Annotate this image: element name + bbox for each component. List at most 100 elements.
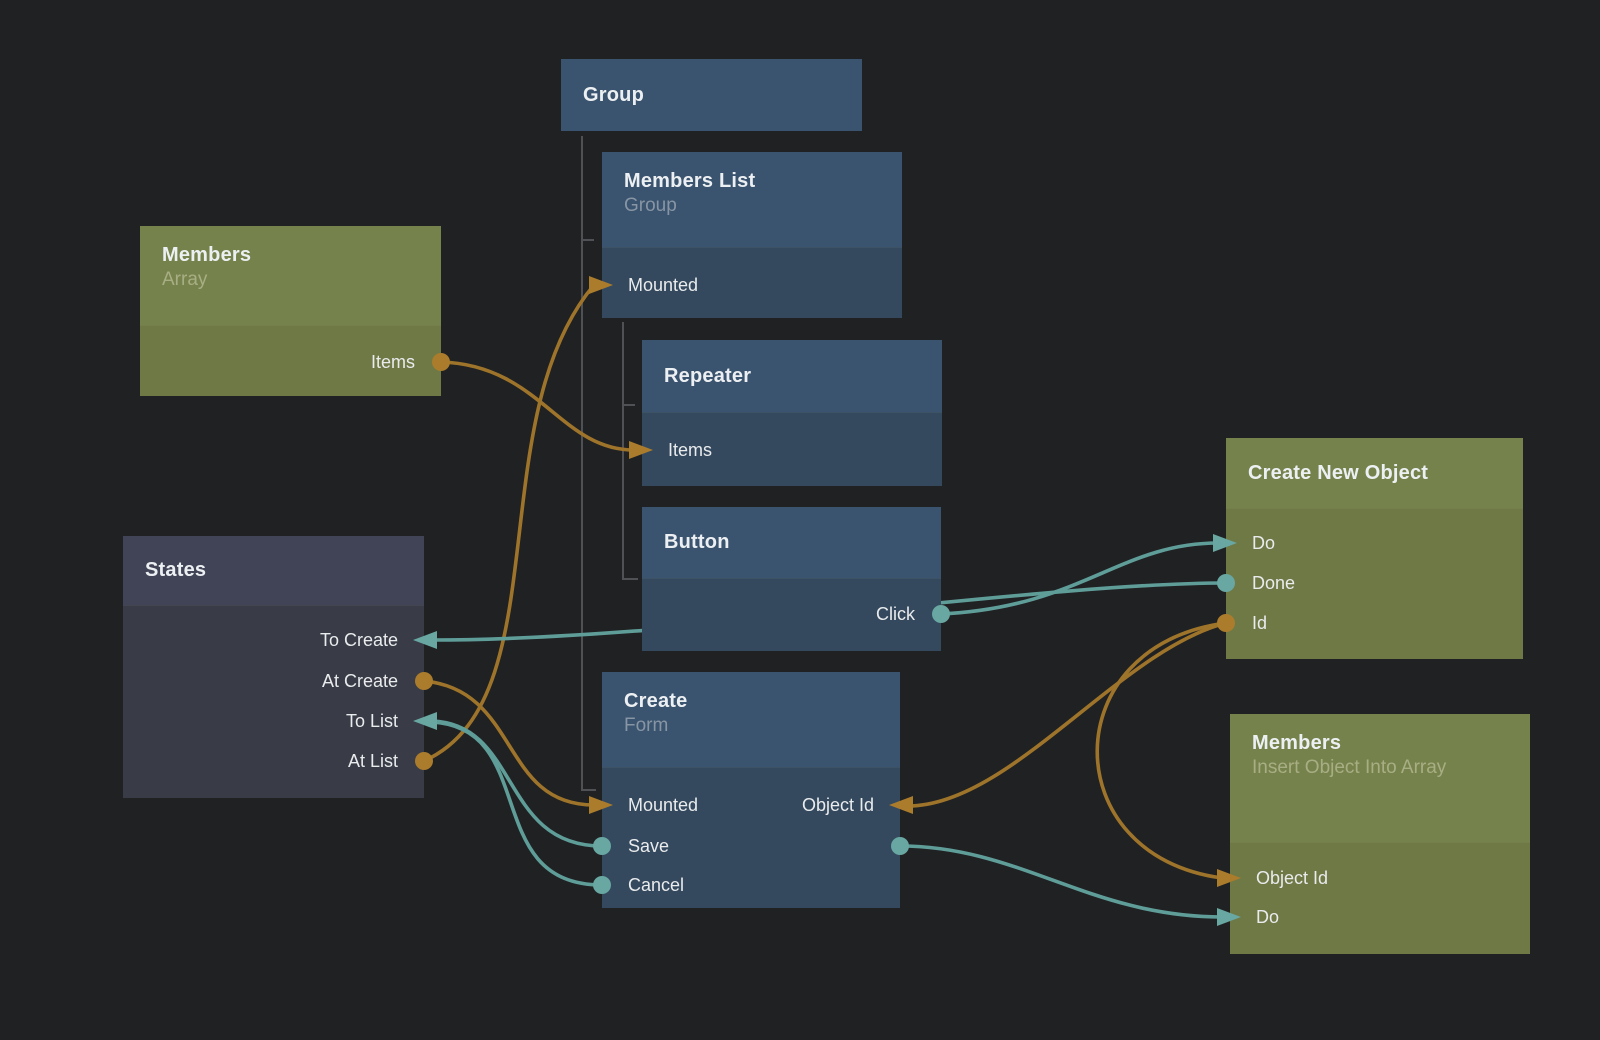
port-label: Done <box>1252 572 1296 593</box>
do-arrow-icon[interactable] <box>1213 534 1237 552</box>
port-label: Object Id <box>1256 867 1329 888</box>
at-create-dot[interactable] <box>415 672 433 690</box>
header-divider <box>123 605 424 606</box>
mounted-arrow-icon[interactable] <box>589 796 613 814</box>
port-states-at-create[interactable]: At Create <box>123 667 424 695</box>
port-label: Id <box>1252 612 1268 633</box>
port-members-array-items[interactable]: Items <box>140 348 441 376</box>
port-label: Mounted <box>628 794 699 815</box>
port-label: Object Id <box>801 794 874 815</box>
hierarchy-line-0 <box>581 136 596 791</box>
wire-create-form-cancel-to-states-to-list[interactable] <box>430 720 604 887</box>
port-states-to-list[interactable]: To List <box>123 707 424 735</box>
node-subtitle: Group <box>624 195 677 216</box>
header-divider <box>642 578 941 579</box>
port-label: Mounted <box>628 274 699 295</box>
node-header: Repeater <box>642 340 942 412</box>
node-title: Repeater <box>664 364 752 387</box>
port-members-insert-object-id[interactable]: Object Id <box>1230 864 1530 892</box>
header-divider <box>642 412 942 413</box>
object-id-arrow-icon[interactable] <box>1217 869 1241 887</box>
node-title: Create New Object <box>1248 461 1429 484</box>
to-list-arrow-icon[interactable] <box>413 712 437 730</box>
to-create-arrow-icon[interactable] <box>413 631 437 649</box>
port-label: Items <box>668 439 713 460</box>
wire-button-click-to-create-new-object-do[interactable] <box>938 541 1220 616</box>
port-button-click[interactable]: Click <box>642 600 941 628</box>
save-dot[interactable] <box>593 837 611 855</box>
port-label: At List <box>347 750 398 771</box>
node-states[interactable]: States To Create At Create To List At List <box>123 536 424 798</box>
node-title: Create <box>624 690 688 712</box>
header-divider <box>1230 842 1530 843</box>
do-arrow-icon[interactable] <box>1217 908 1241 926</box>
node-header: Group <box>561 59 862 131</box>
wire-create-new-object-id-to-members-insert-object-id[interactable] <box>1095 621 1228 880</box>
node-title: Members <box>1252 732 1342 754</box>
node-group[interactable]: Group <box>561 59 862 131</box>
wire-create-new-object-id-to-create-form-object-id[interactable] <box>906 621 1228 808</box>
node-subtitle: Form <box>624 715 669 736</box>
port-create-form-mounted[interactable]: Mounted <box>602 791 900 819</box>
click-dot[interactable] <box>932 605 950 623</box>
wire-members-array-items-to-repeater-items[interactable] <box>439 360 636 452</box>
object-id-arrow-icon[interactable] <box>889 796 913 814</box>
node-header: Button <box>642 507 941 578</box>
port-label: Click <box>876 603 915 624</box>
header-divider <box>1226 508 1523 509</box>
port-create-form-output[interactable] <box>602 832 900 860</box>
port-states-to-create[interactable]: To Create <box>123 626 424 654</box>
wire-states-at-list-to-members-list-mounted[interactable] <box>422 283 596 763</box>
wire-create-form-output-to-members-insert-do[interactable] <box>898 844 1224 919</box>
port-members-list-mounted[interactable]: Mounted <box>602 271 902 299</box>
node-title: Group <box>583 83 644 106</box>
node-title: Button <box>664 531 730 553</box>
port-states-at-list[interactable]: At List <box>123 747 424 775</box>
node-subtitle: Insert Object Into Array <box>1252 757 1447 778</box>
cancel-dot[interactable] <box>593 876 611 894</box>
port-label: Do <box>1252 532 1276 553</box>
port-label: To Create <box>319 629 398 650</box>
node-title: Members List <box>624 170 756 192</box>
port-label: Items <box>370 351 415 372</box>
port-create-form-save[interactable]: Save <box>602 832 900 860</box>
items-dot[interactable] <box>432 353 450 371</box>
id-dot[interactable] <box>1217 614 1235 632</box>
port-repeater-items[interactable]: Items <box>642 436 942 464</box>
header-divider <box>602 767 900 768</box>
node-subtitle: Array <box>162 269 208 290</box>
output-dot[interactable] <box>891 837 909 855</box>
header-divider <box>602 247 902 248</box>
port-create-form-object-id[interactable]: Object Id <box>602 791 900 819</box>
wire-states-at-create-to-create-form-mounted[interactable] <box>422 679 596 807</box>
port-create-new-object-done[interactable]: Done <box>1226 569 1523 597</box>
port-label: To List <box>345 710 398 731</box>
done-dot[interactable] <box>1217 574 1235 592</box>
port-create-new-object-do[interactable]: Do <box>1226 529 1523 557</box>
port-label: Cancel <box>628 874 685 895</box>
header-divider <box>140 325 441 326</box>
port-create-new-object-id[interactable]: Id <box>1226 609 1523 637</box>
node-header: States <box>123 536 424 605</box>
port-label: Do <box>1256 906 1280 927</box>
at-list-dot[interactable] <box>415 752 433 770</box>
port-members-insert-do[interactable]: Do <box>1230 903 1530 931</box>
port-label: At Create <box>321 670 398 691</box>
port-create-form-cancel[interactable]: Cancel <box>602 871 900 899</box>
port-label: Save <box>628 835 670 856</box>
node-header: Create New Object <box>1226 438 1523 508</box>
node-title: Members <box>162 244 252 266</box>
